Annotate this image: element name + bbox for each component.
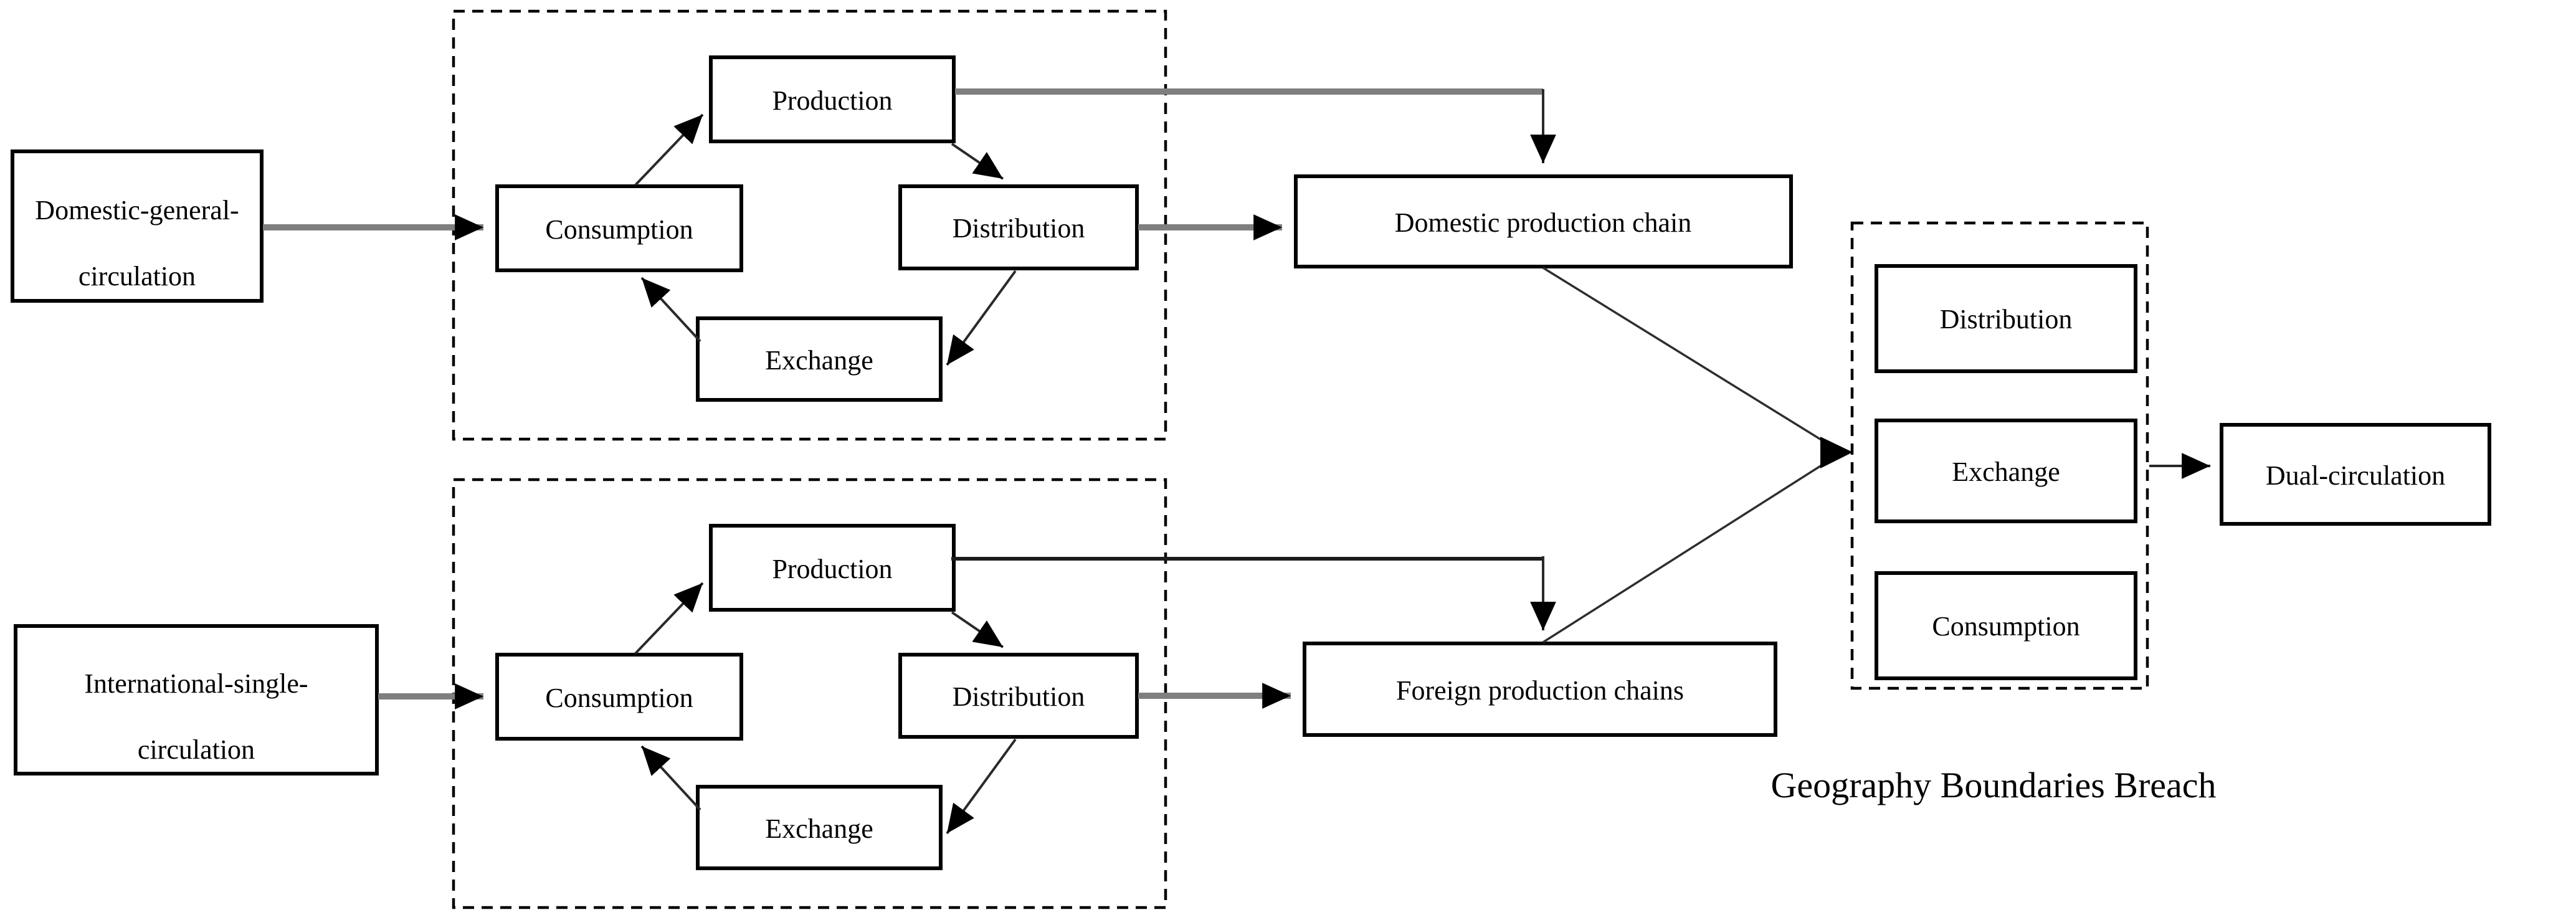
top-arrow-consumption-to-production (634, 113, 704, 186)
dual-circulation-label: Dual-circulation (2266, 460, 2445, 491)
dual-circulation-box (2220, 423, 2491, 526)
bottom-arrow-consumption-to-production (634, 582, 704, 655)
top-distribution-label: Distribution (953, 213, 1085, 244)
top-consumption-box (495, 184, 743, 272)
bottom-production-box (709, 524, 956, 612)
geography-boundaries-breach-caption: Geography Boundaries Breach (1770, 765, 2216, 805)
bottom-exchange-label: Exchange (765, 813, 873, 844)
breach-exchange-box (1875, 419, 2137, 523)
breach-distribution-label: Distribution (1940, 304, 2073, 334)
international-single-circulation-label-line2: circulation (138, 734, 255, 765)
domestic-general-circulation-box (11, 149, 264, 303)
line-foreign-chains-to-breach (1542, 455, 1836, 643)
breach-exchange-label: Exchange (1952, 457, 2060, 487)
bottom-production-label: Production (772, 554, 892, 584)
top-distribution-box (898, 184, 1139, 270)
foreign-production-chains-box (1303, 642, 1777, 737)
bottom-distribution-label: Distribution (953, 681, 1085, 712)
bottom-arrow-exchange-to-consumption (640, 745, 701, 811)
breach-consumption-label: Consumption (1932, 611, 2079, 642)
bottom-consumption-box (495, 653, 743, 741)
top-arrow-distribution-to-exchange (946, 270, 1017, 366)
bottom-arrow-distribution-to-exchange (946, 738, 1017, 835)
bottom-exchange-box (696, 785, 943, 870)
line-domestic-chain-to-breach (1542, 267, 1836, 450)
international-single-circulation-box (14, 624, 379, 775)
breach-dashed-container (1850, 221, 2149, 690)
top-production-label: Production (772, 85, 892, 116)
top-arrow-production-to-distribution (951, 143, 1004, 180)
breach-convergence-arrowhead (1820, 437, 1853, 468)
breach-distribution-box (1875, 264, 2137, 373)
top-exchange-label: Exchange (765, 345, 873, 376)
bottom-consumption-label: Consumption (545, 683, 693, 713)
bottom-distribution-box (898, 653, 1139, 739)
top-production-box (709, 55, 956, 143)
international-single-circulation-label-line1: International-single- (84, 668, 308, 699)
top-exchange-box (696, 316, 943, 402)
bottom-arrow-production-to-distribution (951, 611, 1004, 648)
domestic-production-chain-label: Domestic production chain (1395, 207, 1692, 238)
domestic-production-chain-box (1294, 174, 1793, 268)
foreign-production-chains-label: Foreign production chains (1396, 675, 1684, 706)
top-consumption-label: Consumption (545, 214, 693, 245)
breach-consumption-box (1875, 571, 2137, 680)
top-arrow-exchange-to-consumption (640, 277, 701, 343)
domestic-general-circulation-label-line1: Domestic-general- (35, 195, 239, 225)
domestic-general-circulation-label-line2: circulation (78, 261, 196, 292)
